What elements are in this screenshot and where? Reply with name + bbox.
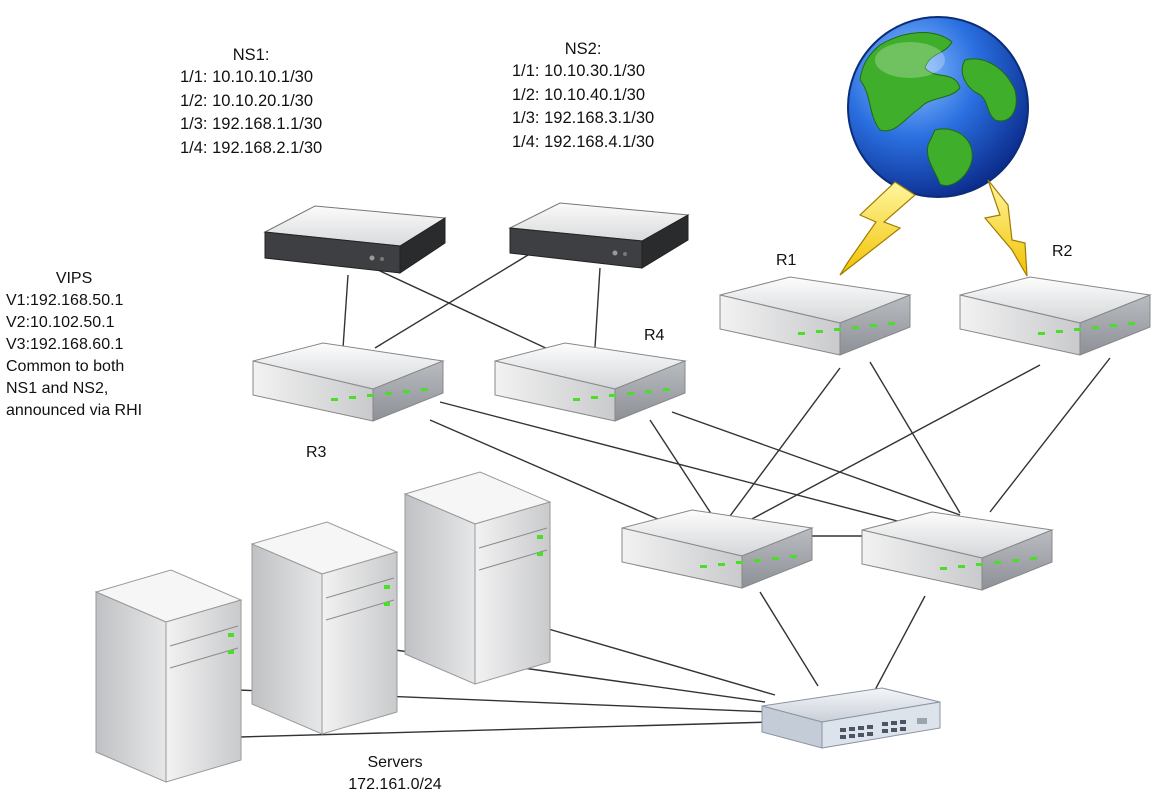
router-icon (861, 511, 1054, 591)
ns1-interface: 1/1: 10.10.10.1/30 (180, 68, 314, 86)
link-ns1-r4 (364, 263, 551, 351)
ns2-interface: 1/1: 10.10.30.1/30 (512, 62, 646, 80)
link-r3-sw2 (439, 401, 906, 524)
appliance-icon (263, 205, 447, 274)
link-r3-sw1 (429, 419, 661, 521)
vips-line: V1:192.168.50.1 (6, 292, 124, 309)
router-icon (621, 509, 814, 589)
ns1-interface: 1/2: 10.10.20.1/30 (180, 91, 314, 110)
router-icon (494, 342, 687, 422)
link-r1-sw1 (729, 367, 841, 517)
server-icon (94, 569, 243, 783)
appliance-icon (508, 202, 690, 269)
ns1-interface: 1/4: 192.168.2.1/30 (180, 138, 323, 157)
ns1-title: NS1: (232, 46, 270, 64)
server-icon (403, 471, 552, 685)
ns1-label-block: NS1: 1/1: 10.10.10.1/30 1/2: 10.10.20.1/… (180, 44, 322, 160)
link-sw2-core (874, 595, 926, 691)
ns2-interface: 1/4: 192.168.4.1/30 (512, 132, 655, 151)
servers-subnet: 172.161.0/24 (348, 776, 442, 793)
vips-line: announced via RHI (6, 402, 143, 419)
vips-title: VIPS (55, 270, 93, 287)
lightning-icon (983, 179, 1028, 277)
vips-line: Common to both (6, 358, 125, 375)
router-icon (719, 276, 912, 356)
router-icon (959, 276, 1152, 356)
router-label-r1: R1 (776, 252, 797, 269)
ns1-interface: 1/3: 192.168.1.1/30 (180, 115, 323, 133)
vips-line: V2:10.102.50.1 (6, 314, 115, 331)
connection-lines (237, 254, 1111, 738)
link-ns2-r4 (594, 267, 601, 348)
router-icon (252, 342, 445, 422)
link-r4-sw2 (671, 411, 961, 516)
ns2-interface: 1/3: 192.168.3.1/30 (512, 109, 655, 127)
lightning-icon (839, 181, 916, 276)
link-sw1-core (759, 591, 819, 687)
ns2-interface: 1/2: 10.10.40.1/30 (512, 85, 646, 104)
link-r2-sw2 (989, 357, 1111, 513)
switch-icon (761, 687, 941, 749)
vips-line: V3:192.168.60.1 (6, 336, 124, 353)
servers-label-block: Servers 172.161.0/24 (340, 752, 450, 796)
ns2-label-block: NS2: 1/1: 10.10.30.1/30 1/2: 10.10.40.1/… (512, 38, 654, 154)
server-icon (250, 521, 399, 735)
servers-label: Servers (367, 754, 423, 771)
link-ns1-r3 (342, 274, 349, 349)
router-label-r2: R2 (1052, 243, 1073, 260)
router-label-r3: R3 (306, 444, 327, 461)
link-r4-sw1 (649, 419, 713, 516)
link-server1-core (239, 721, 773, 738)
vips-line: NS1 and NS2, (6, 380, 109, 397)
ns2-title: NS2: (564, 40, 602, 58)
link-server4-core (544, 627, 776, 696)
vips-label-block: VIPS V1:192.168.50.1 V2:10.102.50.1 V3:1… (6, 268, 142, 422)
router-label-r4: R4 (644, 327, 665, 344)
globe-icon (847, 16, 1029, 198)
link-r1-sw2 (869, 361, 961, 514)
link-r2-sw1 (749, 364, 1041, 521)
link-ns2-r3 (374, 254, 529, 349)
